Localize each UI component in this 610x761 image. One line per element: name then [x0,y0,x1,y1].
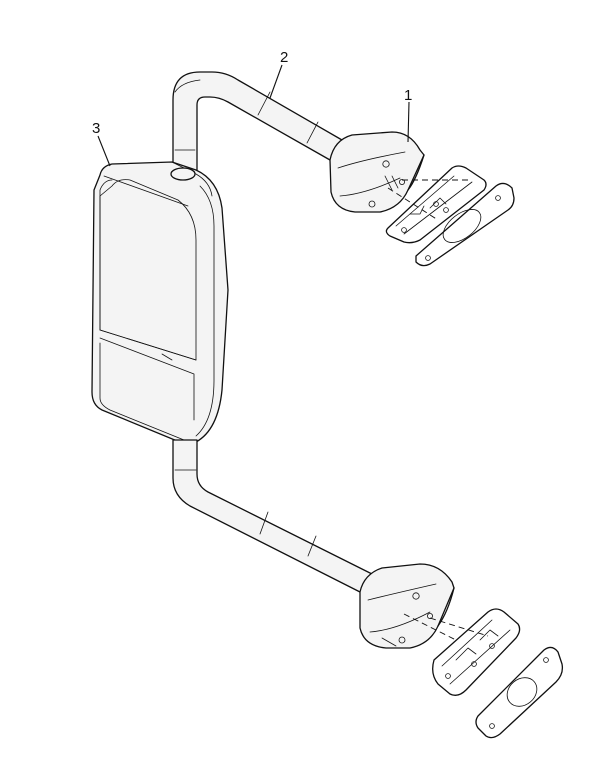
callout-2: 2 [280,49,288,66]
callout-leader-1 [407,101,410,143]
mirror-head [91,161,229,444]
upper-cover-plate [385,165,487,244]
upper-mirror-arm [172,71,343,173]
upper-gasket [415,182,515,267]
callout-1: 1 [404,87,412,104]
callout-leader-2 [269,64,283,99]
callout-3: 3 [92,120,100,137]
callout-leader-3 [97,135,111,167]
lower-mount-head [359,563,455,649]
lower-cover-plate [432,608,521,696]
lower-mirror-arm [172,439,373,593]
lower-gasket [475,646,564,739]
upper-mount-head [329,131,425,213]
